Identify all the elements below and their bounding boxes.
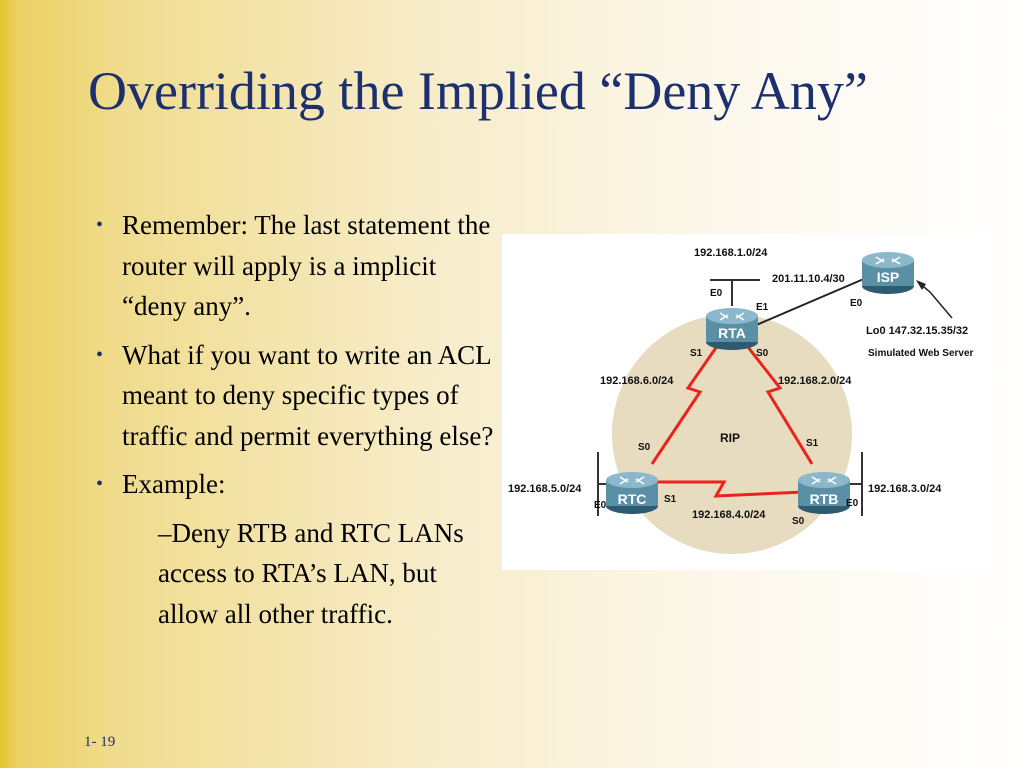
sub-bullet-text: –Deny RTB and RTC LANs access to RTA’s L…: [158, 517, 464, 629]
if-rtc-e0: E0: [594, 500, 607, 511]
rta-isp-link: [753, 277, 867, 327]
rta-rtc-serial-link: [650, 341, 722, 465]
rta-rtb-serial-link: [742, 341, 814, 465]
slide-number: 1- 19: [84, 734, 116, 750]
arrow-head-icon: [916, 280, 926, 290]
net-rta-rtc: 192.168.6.0/24: [600, 375, 674, 387]
bullet-text: What if you want to write an ACL meant t…: [122, 339, 494, 451]
router-isp-icon: [862, 252, 914, 294]
if-rtb-s0: S0: [792, 516, 805, 527]
if-isp-e0: E0: [850, 298, 863, 309]
network-diagram-svg: RTA ISP RTC RTB 192.168.1.0/24 201.11.10…: [508, 247, 974, 554]
net-rtc-lan: 192.168.5.0/24: [508, 483, 582, 495]
loopback-label: Lo0 147.32.15.35/32: [866, 325, 968, 337]
router-rtb-icon: [798, 472, 850, 514]
rtc-rtb-serial-link: [650, 480, 805, 498]
if-rtb-e0: E0: [846, 498, 859, 509]
router-rta-label: RTA: [718, 325, 746, 341]
router-rtc-label: RTC: [618, 491, 647, 507]
if-rta-e0: E0: [710, 288, 723, 299]
net-rta-isp: 201.11.10.4/30: [772, 273, 845, 285]
if-rtc-s1: S1: [664, 494, 677, 505]
bullet-list: • Remember: The last statement the route…: [96, 205, 506, 634]
if-rtc-s0: S0: [638, 442, 651, 453]
net-rta-rtb: 192.168.2.0/24: [778, 375, 852, 387]
bullet-marker: •: [96, 214, 104, 236]
bullet-marker: •: [96, 343, 104, 366]
bullet-item: • Remember: The last statement the route…: [96, 205, 506, 327]
router-rtc-icon: [606, 472, 658, 514]
bullet-marker: •: [96, 473, 104, 495]
router-rtb-label: RTB: [810, 491, 839, 507]
router-rta-icon: [706, 308, 758, 350]
net-rtb-rtc: 192.168.4.0/24: [692, 509, 766, 521]
if-rtb-s1: S1: [806, 438, 819, 449]
server-label: Simulated Web Server: [868, 348, 974, 359]
protocol-label: RIP: [720, 431, 740, 445]
if-rta-s1: S1: [690, 348, 703, 359]
slide-title: Overriding the Implied “Deny Any”: [88, 61, 868, 121]
bullet-item: • What if you want to write an ACL meant…: [96, 335, 506, 457]
bullet-text: Remember: The last statement the router …: [122, 210, 491, 321]
if-rta-e1: E1: [756, 302, 769, 313]
bullet-item: • Example:: [96, 464, 506, 505]
bullet-text: Example:: [122, 469, 226, 499]
router-isp-label: ISP: [877, 269, 900, 285]
if-rta-s0: S0: [756, 348, 769, 359]
net-rtb-lan: 192.168.3.0/24: [868, 483, 942, 495]
network-diagram: RTA ISP RTC RTB 192.168.1.0/24 201.11.10…: [502, 234, 992, 570]
net-rta-lan: 192.168.1.0/24: [694, 247, 768, 259]
